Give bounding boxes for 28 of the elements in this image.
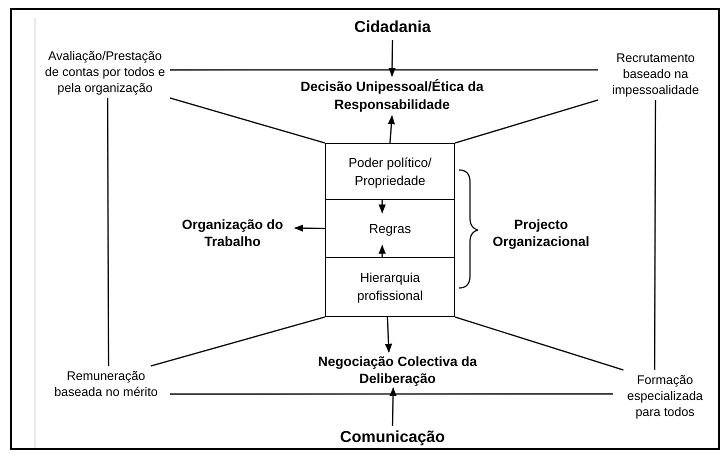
arrow — [294, 224, 325, 232]
arrow — [378, 244, 386, 257]
output-label: Organização do Trabalho — [170, 214, 295, 252]
stack-box: Poder político/ Propriedade — [325, 143, 455, 200]
outcome-label: Negociação Colectiva da Deliberação — [290, 352, 505, 388]
arrow — [378, 199, 386, 214]
principle-label: Remuneração baseada no mérito — [42, 366, 170, 402]
arrow — [384, 316, 392, 353]
principle-label: Formação especializada para todos — [613, 370, 717, 422]
connector-line — [654, 100, 656, 370]
connector-line — [106, 98, 110, 366]
arrow — [388, 40, 396, 77]
heading-label: Cidadania — [330, 16, 455, 40]
connector-line — [170, 393, 613, 395]
principle-label: Recrutamento baseado na impessoalidade — [598, 48, 713, 100]
arrow — [388, 115, 396, 144]
connector-line — [454, 316, 624, 371]
arrow — [389, 387, 397, 426]
connector-line — [170, 69, 598, 71]
stack-box: Regras — [325, 200, 455, 257]
connector-line — [150, 316, 326, 367]
connector-line — [454, 99, 598, 144]
group-label: Projecto Organizacional — [476, 214, 606, 252]
principle-label: Avaliação/Prestação de contas por todos e pela organização — [40, 46, 170, 98]
stack-box: Hierarquia profissional — [325, 257, 455, 317]
connector-line — [170, 97, 326, 144]
outcome-label: Decisão Unipessoal/Ética da Responsabilidade — [262, 76, 522, 116]
heading-label: Comunicação — [320, 426, 465, 450]
